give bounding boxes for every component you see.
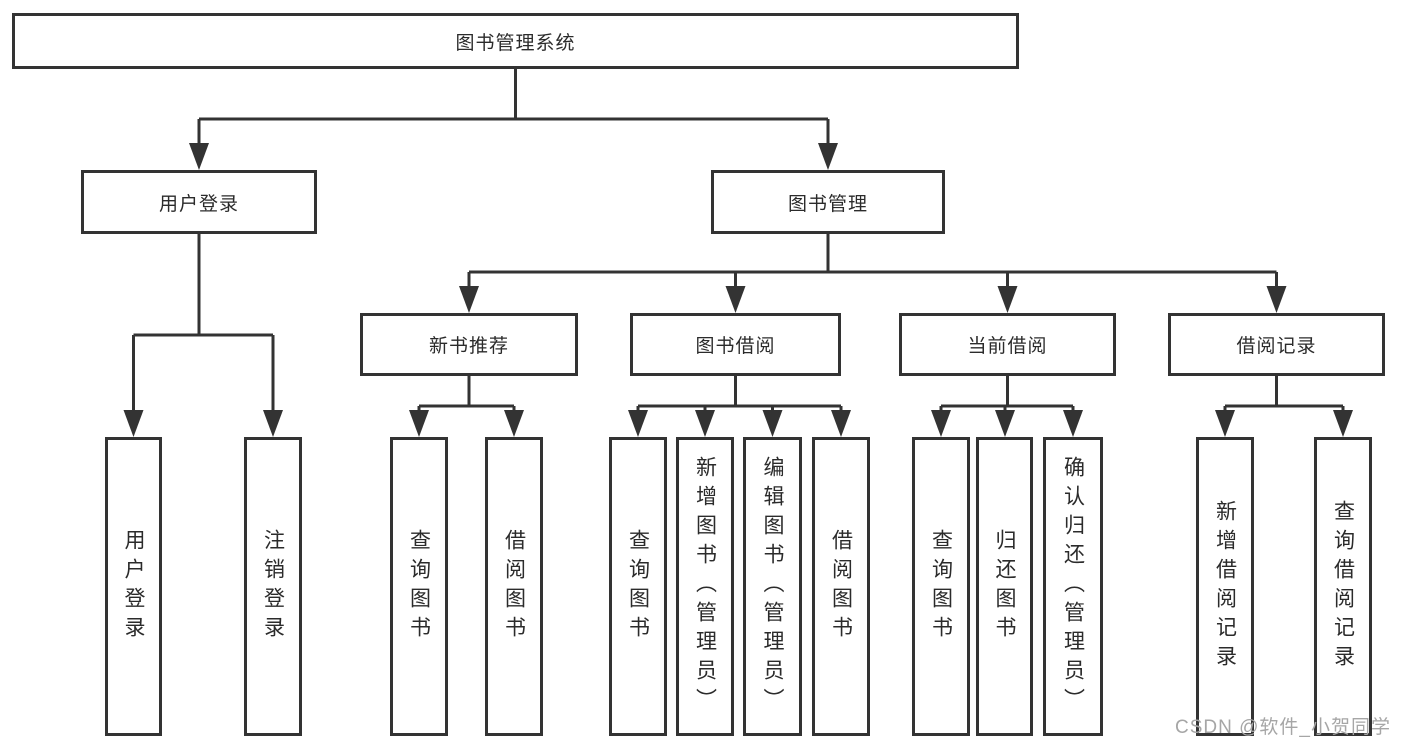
node-user-login-label: 用户登录 xyxy=(158,193,239,215)
arrowhead xyxy=(1266,286,1287,313)
arrowhead xyxy=(189,143,209,170)
arrowhead xyxy=(725,286,746,313)
arrowhead xyxy=(409,410,429,437)
node-root-label: 图书管理系统 xyxy=(455,32,576,54)
node-user-login: 用户登录 xyxy=(81,170,317,234)
arrowhead xyxy=(1333,410,1353,437)
arrowhead xyxy=(931,410,951,437)
arrowhead xyxy=(997,286,1018,313)
arrowhead xyxy=(1215,410,1235,437)
leaf-query-book-2: 查询图书 xyxy=(609,437,667,736)
node-root: 图书管理系统 xyxy=(12,13,1019,69)
leaf-borrow-book-2: 借阅图书 xyxy=(812,437,870,736)
leaf-query-borrow-record: 查询借阅记录 xyxy=(1314,437,1372,736)
leaf-user-login-label: 用户登录 xyxy=(122,528,145,645)
leaf-add-book-admin: 新增图书（管理员） xyxy=(676,437,734,736)
arrowhead xyxy=(459,286,479,313)
arrowhead xyxy=(123,410,144,437)
leaf-confirm-return-admin: 确认归还（管理员） xyxy=(1043,437,1103,736)
leaf-add-borrow-record: 新增借阅记录 xyxy=(1196,437,1254,736)
leaf-query-book-1-label: 查询图书 xyxy=(407,528,431,645)
arrowhead xyxy=(762,410,783,437)
leaf-edit-book-admin-label: 编辑图书（管理员） xyxy=(761,456,784,717)
leaf-edit-book-admin: 编辑图书（管理员） xyxy=(743,437,802,736)
arrowhead xyxy=(818,143,838,170)
node-current-borrow-label: 当前借阅 xyxy=(967,336,1048,357)
leaf-return-book: 归还图书 xyxy=(976,437,1033,736)
arrowhead xyxy=(695,410,715,437)
leaf-borrow-book-1-label: 借阅图书 xyxy=(502,528,526,645)
leaf-add-borrow-record-label: 新增借阅记录 xyxy=(1213,499,1237,674)
leaf-query-book-1: 查询图书 xyxy=(390,437,448,736)
leaf-query-book-3-label: 查询图书 xyxy=(929,528,953,645)
node-book-management: 图书管理 xyxy=(711,170,945,234)
leaf-add-book-admin-label: 新增图书（管理员） xyxy=(693,456,717,717)
leaf-confirm-return-admin-label: 确认归还（管理员） xyxy=(1061,456,1085,717)
arrowhead xyxy=(1063,410,1083,437)
arrowhead xyxy=(504,410,524,437)
arrowhead xyxy=(263,410,283,437)
arrowhead xyxy=(995,410,1015,437)
arrowheads xyxy=(123,143,1353,437)
leaf-logout-label: 注销登录 xyxy=(261,528,285,645)
leaf-return-book-label: 归还图书 xyxy=(993,528,1016,645)
arrowhead xyxy=(831,410,851,437)
node-book-borrow-label: 图书借阅 xyxy=(695,336,776,357)
node-borrow-record-label: 借阅记录 xyxy=(1236,336,1317,357)
node-new-book-recommend: 新书推荐 xyxy=(360,313,578,376)
leaf-user-login: 用户登录 xyxy=(105,437,162,736)
leaf-borrow-book-1: 借阅图书 xyxy=(485,437,543,736)
leaf-logout: 注销登录 xyxy=(244,437,302,736)
leaf-borrow-book-2-label: 借阅图书 xyxy=(829,528,853,645)
leaf-query-book-3: 查询图书 xyxy=(912,437,970,736)
leaf-query-borrow-record-label: 查询借阅记录 xyxy=(1331,499,1355,674)
node-new-book-recommend-label: 新书推荐 xyxy=(428,336,509,357)
watermark: CSDN @软件_小贺同学 xyxy=(1175,717,1391,738)
node-book-management-label: 图书管理 xyxy=(787,193,868,215)
node-current-borrow: 当前借阅 xyxy=(899,313,1116,376)
arrowhead xyxy=(628,410,648,437)
node-borrow-record: 借阅记录 xyxy=(1168,313,1385,376)
leaf-query-book-2-label: 查询图书 xyxy=(626,528,650,645)
node-book-borrow: 图书借阅 xyxy=(630,313,841,376)
